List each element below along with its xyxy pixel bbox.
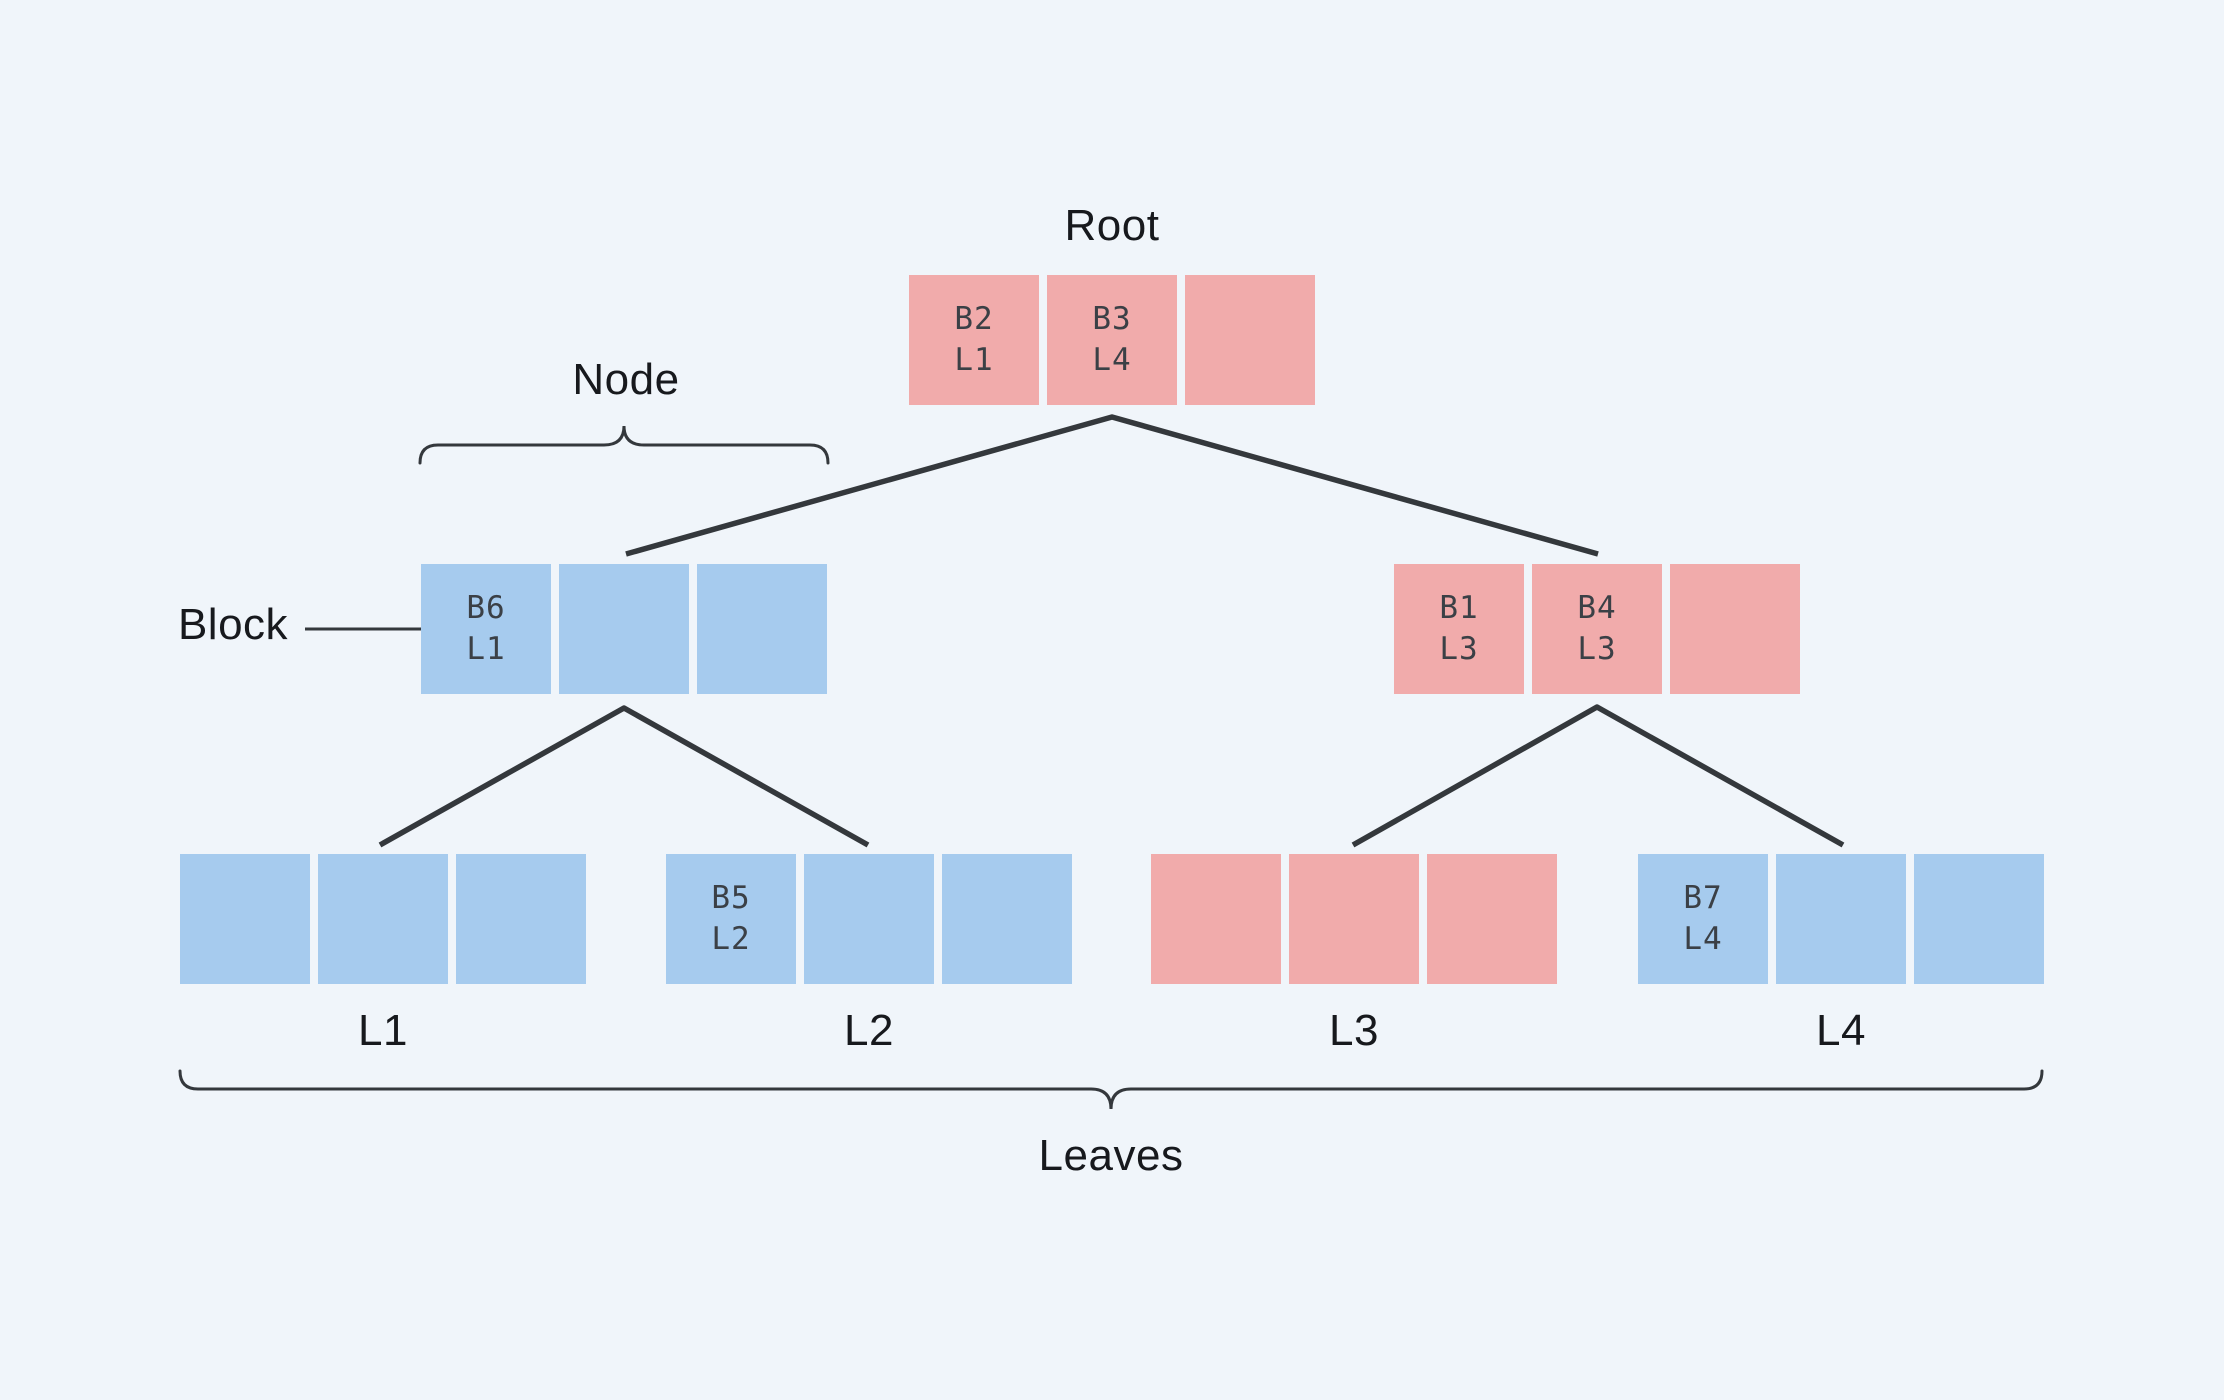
- block-cell-empty: [559, 564, 689, 694]
- block-cell: B3 L4: [1047, 275, 1177, 405]
- block-cell-empty: [942, 854, 1072, 984]
- root-node: B2 L1 B3 L4: [909, 275, 1315, 405]
- block-cell-empty: [697, 564, 827, 694]
- leaves-label: Leaves: [1038, 1131, 1184, 1180]
- leaf-label-l1: L1: [358, 1006, 408, 1055]
- block-cell: B6 L1: [421, 564, 551, 694]
- block-cell: B5 L2: [666, 854, 796, 984]
- block-id: B4: [1577, 590, 1617, 626]
- block-id: B5: [711, 880, 751, 916]
- rightnode-to-leaves-connector: [1351, 704, 1845, 848]
- leaf-node-l1: [180, 854, 586, 984]
- leaf-node-l3: [1151, 854, 1557, 984]
- node-label: Node: [572, 355, 680, 404]
- block-cell-empty: [318, 854, 448, 984]
- block-id: B7: [1683, 880, 1723, 916]
- middle-node-right: B1 L3 B4 L3: [1394, 564, 1800, 694]
- leftnode-to-leaves-connector: [378, 705, 870, 848]
- block-level: L1: [954, 342, 994, 378]
- block-level: L2: [711, 921, 751, 957]
- middle-node-left: B6 L1: [421, 564, 827, 694]
- block-cell: B7 L4: [1638, 854, 1768, 984]
- block-cell-empty: [1427, 854, 1557, 984]
- leaf-node-l4: B7 L4: [1638, 854, 2044, 984]
- leaves-underbrace: [178, 1069, 2044, 1110]
- root-to-children-connector: [625, 414, 1599, 557]
- block-level: L4: [1683, 921, 1723, 957]
- block-cell-empty: [180, 854, 310, 984]
- block-cell: B4 L3: [1532, 564, 1662, 694]
- block-level: L3: [1439, 631, 1479, 667]
- block-id: B1: [1439, 590, 1479, 626]
- block-id: B6: [466, 590, 506, 626]
- node-overbrace: [418, 425, 830, 465]
- block-level: L3: [1577, 631, 1617, 667]
- block-cell-empty: [804, 854, 934, 984]
- block-level: L4: [1092, 342, 1132, 378]
- block-level: L1: [466, 631, 506, 667]
- leaf-node-l2: B5 L2: [666, 854, 1072, 984]
- block-cell-empty: [1151, 854, 1281, 984]
- block-cell-empty: [456, 854, 586, 984]
- block-id: B2: [954, 301, 994, 337]
- block-cell-empty: [1776, 854, 1906, 984]
- leaf-label-l2: L2: [844, 1006, 894, 1055]
- block-cell-empty: [1289, 854, 1419, 984]
- block-cell: B1 L3: [1394, 564, 1524, 694]
- block-cell-empty: [1185, 275, 1315, 405]
- block-id: B3: [1092, 301, 1132, 337]
- block-cell-empty: [1670, 564, 1800, 694]
- root-label: Root: [1064, 201, 1160, 250]
- block-cell-empty: [1914, 854, 2044, 984]
- block-label: Block: [177, 600, 289, 649]
- block-cell: B2 L1: [909, 275, 1039, 405]
- leaf-label-l3: L3: [1329, 1006, 1379, 1055]
- leaf-label-l4: L4: [1816, 1006, 1866, 1055]
